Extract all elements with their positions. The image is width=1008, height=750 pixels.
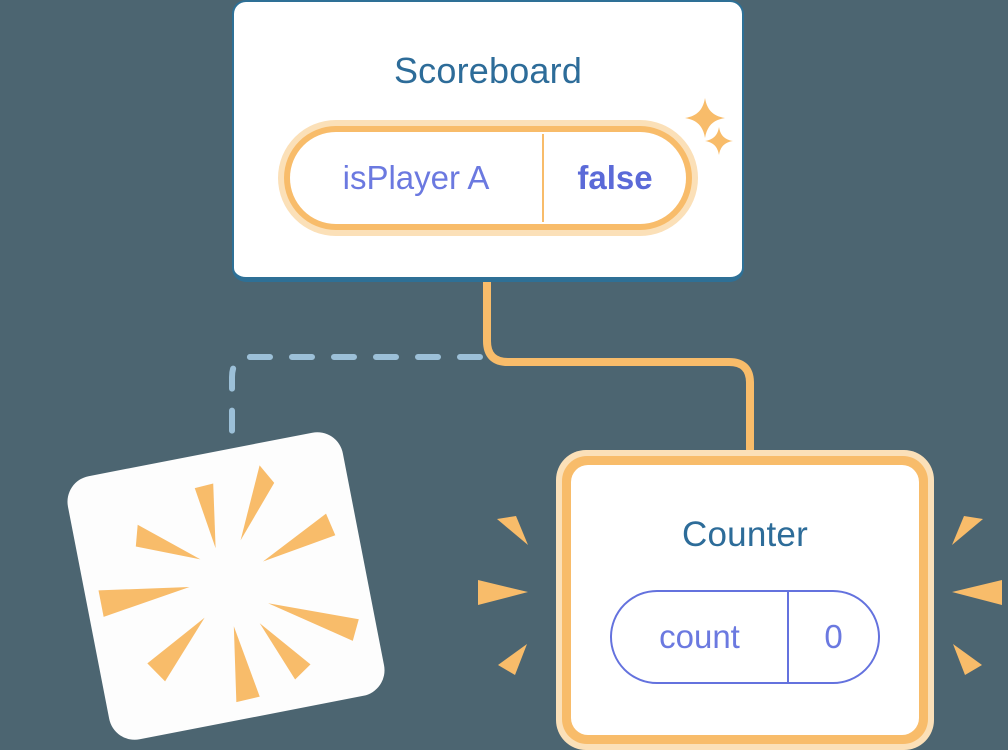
counter-card-body: Counter count 0	[571, 465, 919, 735]
sparkle-large-icon	[685, 98, 725, 138]
counter-state-pill[interactable]: count 0	[610, 590, 880, 684]
counter-right-rays-icon	[952, 516, 1002, 675]
counter-title: Counter	[682, 515, 808, 554]
burst-rays-icon	[98, 465, 359, 703]
scoreboard-title: Scoreboard	[393, 50, 583, 91]
pill-divider	[787, 592, 789, 682]
counter-left-rays-icon	[478, 516, 528, 675]
scoreboard-state-value: false	[577, 159, 653, 196]
counter-state-value: 0	[824, 618, 843, 655]
scoreboard-state-pill[interactable]: isPlayer A false	[278, 120, 698, 236]
counter-highlight-ring: Counter count 0	[562, 456, 928, 744]
pill-divider	[542, 134, 544, 222]
scoreboard-card[interactable]: Scoreboard isPlayer A false	[232, 0, 744, 282]
burst-card[interactable]	[63, 427, 389, 745]
sparkle-small-icon	[705, 127, 733, 155]
counter-card[interactable]: Counter count 0	[556, 450, 934, 750]
scoreboard-state-key: isPlayer A	[342, 159, 490, 196]
connector-dashed-to-burst-card	[229, 354, 483, 483]
counter-state-key: count	[659, 618, 740, 655]
connector-solid-to-counter	[483, 278, 754, 462]
pill-highlight-ring: isPlayer A false	[284, 126, 692, 230]
pill-body: isPlayer A false	[290, 132, 686, 224]
